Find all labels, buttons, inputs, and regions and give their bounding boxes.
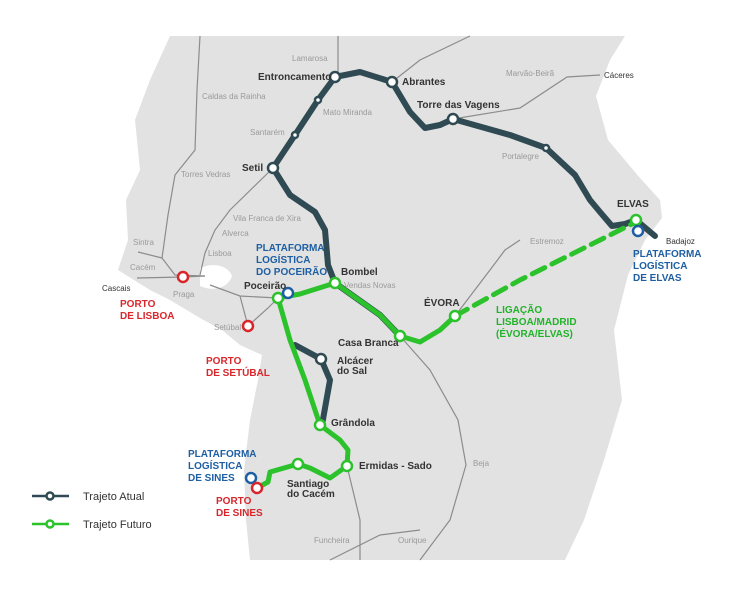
label-lamarosa: Lamarosa — [292, 54, 328, 63]
platform-elvas-line1: PLATAFORMA — [633, 249, 702, 260]
legend-current-label: Trajeto Atual — [83, 491, 144, 503]
port-sines-line2: DE SINES — [216, 508, 263, 519]
station-mato-miranda[interactable] — [313, 95, 323, 105]
legend: Trajeto Atual Trajeto Futuro — [32, 491, 152, 531]
label-setil: Setil — [242, 163, 263, 174]
platform-labels: PLATAFORMA LOGÍSTICA DO POCEIRÃO PLATAFO… — [120, 243, 702, 519]
label-sintra: Sintra — [133, 238, 154, 247]
label-lisboa: Lisboa — [208, 249, 232, 258]
station-evora[interactable] — [448, 309, 462, 323]
station-ermidas[interactable] — [340, 459, 354, 473]
port-setubal-marker[interactable] — [241, 319, 255, 333]
platform-elvas-line3: DE ELVAS — [633, 273, 682, 284]
station-setil[interactable] — [266, 161, 280, 175]
station-santiago[interactable] — [291, 457, 305, 471]
port-setubal-line2: DE SETÚBAL — [206, 366, 270, 379]
station-torre-das-vagens[interactable] — [446, 112, 460, 126]
station-entroncamento[interactable] — [328, 70, 342, 84]
link-label-line2: LISBOA/MADRID — [496, 317, 577, 328]
label-alverca: Alverca — [222, 229, 249, 238]
label-cacem: Cacém — [130, 263, 156, 272]
platform-poceirao-line1: PLATAFORMA — [256, 243, 325, 254]
platform-sines-marker[interactable] — [244, 471, 258, 485]
station-santarem[interactable] — [290, 130, 300, 140]
legend-current-station-icon — [45, 491, 55, 501]
stations — [176, 70, 645, 495]
label-estremoz: Estremoz — [530, 237, 564, 246]
land-area — [118, 36, 662, 560]
label-evora: ÉVORA — [424, 296, 460, 309]
platform-poceirao-marker[interactable] — [281, 286, 295, 300]
station-abrantes[interactable] — [385, 75, 399, 89]
label-badajoz: Badajoz — [666, 237, 695, 246]
label-entroncamento: Entroncamento — [258, 72, 331, 83]
label-caldas: Caldas da Rainha — [202, 92, 266, 101]
platform-poceirao-line3: DO POCEIRÃO — [256, 265, 327, 278]
label-grandola: Grândola — [331, 418, 375, 429]
label-santiago-1: Santiago — [287, 479, 329, 490]
platform-elvas-line2: LOGÍSTICA — [633, 259, 687, 272]
label-santarem: Santarém — [250, 128, 285, 137]
label-vendas-novas: Vendas Novas — [344, 281, 396, 290]
platform-poceirao-line2: LOGÍSTICA — [256, 253, 310, 266]
label-portalegre: Portalegre — [502, 152, 539, 161]
port-sines-line1: PORTO — [216, 496, 252, 507]
label-cascais: Cascais — [102, 284, 130, 293]
platform-sines-line3: DE SINES — [188, 473, 235, 484]
label-casa-branca: Casa Branca — [338, 338, 399, 349]
minor-labels: Lamarosa Caldas da Rainha Mato Miranda S… — [102, 54, 695, 545]
label-setubal: Setúbal — [214, 323, 241, 332]
label-ermidas: Ermidas - Sado — [359, 461, 432, 472]
label-vila-franca: Vila Franca de Xira — [233, 214, 301, 223]
port-lisboa-marker[interactable] — [176, 270, 190, 284]
label-beja: Beja — [473, 459, 490, 468]
link-label-line3: (ÉVORA/ELVAS) — [496, 327, 573, 340]
other-railways — [136, 35, 601, 561]
label-elvas: ELVAS — [617, 199, 649, 210]
tagus-estuary — [200, 265, 232, 289]
port-lisboa-line1: PORTO — [120, 299, 156, 310]
platform-elvas-marker[interactable] — [631, 224, 645, 238]
link-label-line1: LIGAÇÃO — [496, 303, 542, 316]
label-mato-miranda: Mato Miranda — [323, 108, 372, 117]
port-setubal-line1: PORTO — [206, 356, 242, 367]
port-lisboa-line2: DE LISBOA — [120, 311, 174, 322]
station-elvas[interactable] — [629, 213, 643, 227]
label-bombel: Bombel — [341, 267, 378, 278]
label-santiago-2: do Cacém — [287, 489, 335, 500]
label-alcacer-1: Alcácer — [337, 356, 373, 367]
platform-sines-line2: LOGÍSTICA — [188, 459, 242, 472]
legend-future-label: Trajeto Futuro — [83, 519, 152, 531]
label-caceres: Cáceres — [604, 71, 634, 80]
station-labels: Entroncamento Abrantes Torre das Vagens … — [242, 72, 649, 500]
label-torre-das-vagens: Torre das Vagens — [417, 100, 500, 111]
future-route — [254, 219, 639, 491]
port-sines-marker[interactable] — [250, 481, 264, 495]
station-casa-branca[interactable] — [393, 329, 407, 343]
legend-future-station-icon — [45, 519, 55, 529]
station-alcacer[interactable] — [314, 352, 328, 366]
label-abrantes: Abrantes — [402, 77, 446, 88]
station-poceirao[interactable] — [271, 291, 285, 305]
label-funcheira: Funcheira — [314, 536, 350, 545]
station-grandola[interactable] — [313, 418, 327, 432]
label-praga: Praga — [173, 290, 195, 299]
label-torres-vedras: Torres Vedras — [181, 170, 230, 179]
platform-sines-line1: PLATAFORMA — [188, 449, 257, 460]
label-alcacer-2: do Sal — [337, 366, 367, 377]
label-ourique: Ourique — [398, 536, 427, 545]
label-poceirao: Poceirão — [244, 281, 286, 292]
station-bombel[interactable] — [328, 276, 342, 290]
label-marvao: Marvão-Beirã — [506, 69, 555, 78]
station-portalegre[interactable] — [541, 143, 551, 153]
